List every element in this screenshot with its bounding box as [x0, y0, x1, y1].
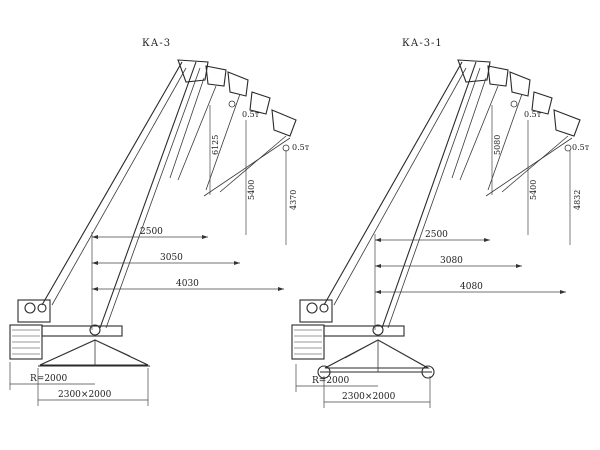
- reach-label: 3080: [440, 256, 463, 266]
- base-label: 2300×2000: [342, 392, 396, 402]
- base-dimensions: R=2000 2300×2000: [295, 364, 431, 408]
- crane-ka3-1: КА-3-1: [291, 38, 590, 408]
- crane-title: КА-3: [142, 38, 171, 49]
- reach-label: 4080: [460, 282, 483, 292]
- load-label: 0.5т: [572, 143, 590, 152]
- reach-dimensions: 2500 3050 4030: [91, 227, 284, 330]
- load-label: 0.5т: [242, 110, 260, 119]
- reach-label: 3050: [160, 253, 183, 263]
- height-label: 4832: [573, 190, 582, 210]
- height-dimensions: 6125 5400 4370 0.5т 0.5т: [209, 105, 310, 245]
- base-label: R=2000: [30, 374, 67, 384]
- height-dimensions: 5080 5400 4832 0.5т 0.5т: [491, 105, 590, 245]
- load-label: 0.5т: [524, 110, 542, 119]
- load-label: 0.5т: [292, 143, 310, 152]
- wheel-icon: [421, 365, 435, 379]
- crane-base: [291, 299, 435, 379]
- crane-title: КА-3-1: [402, 38, 443, 49]
- crane-boom: [41, 59, 297, 329]
- reach-label: 2500: [140, 227, 163, 237]
- crane-base: [9, 299, 150, 367]
- height-label: 5400: [529, 180, 538, 200]
- reach-label: 4030: [176, 279, 199, 289]
- height-label: 4370: [289, 190, 298, 210]
- reach-label: 2500: [425, 230, 448, 240]
- reach-dimensions: 2500 3080 4080: [374, 230, 566, 330]
- crane-boom: [323, 59, 581, 329]
- height-label: 5400: [247, 180, 256, 200]
- height-label: 5080: [493, 135, 502, 155]
- base-label: 2300×2000: [58, 390, 112, 400]
- crane-ka3: КА-3: [9, 38, 310, 406]
- base-label: R=2000: [312, 376, 349, 386]
- height-label: 6125: [211, 135, 220, 155]
- base-dimensions: R=2000 2300×2000: [9, 362, 149, 406]
